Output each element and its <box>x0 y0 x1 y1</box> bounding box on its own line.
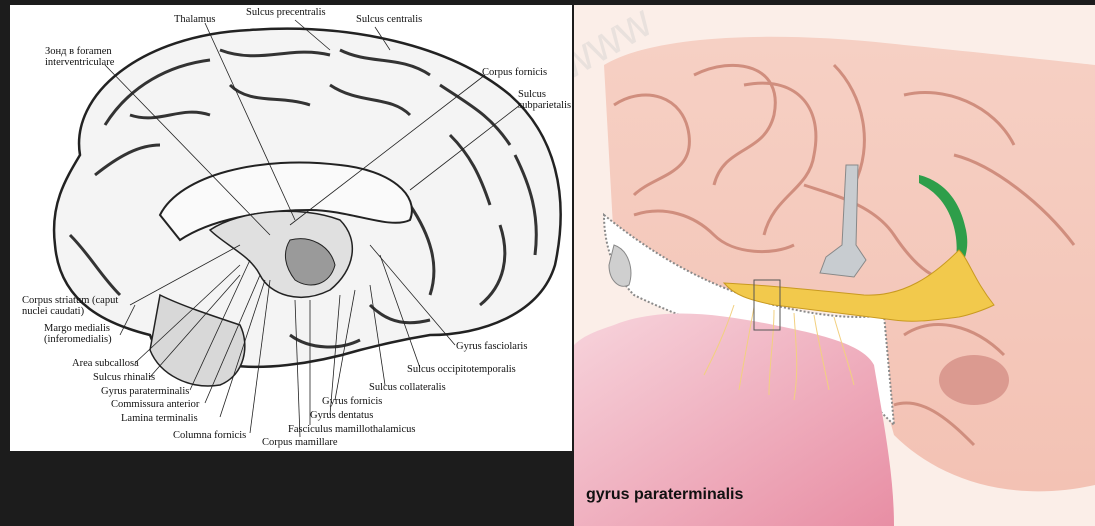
label-gyrus-paraterminalis: Gyrus paraterminalis <box>101 386 190 397</box>
label-corpus-striatum: Corpus striatum (caput nuclei caudati) <box>22 295 119 317</box>
label-sulcus-precentralis: Sulcus precentralis <box>246 7 326 18</box>
label-gyrus-fornicis: Gyrus fornicis <box>322 396 383 407</box>
label-sulcus-rhinalis: Sulcus rhinalis <box>93 372 156 383</box>
brain-drawing <box>52 19 562 438</box>
sagittal-drawing <box>574 5 1095 526</box>
label-lamina-terminalis: Lamina terminalis <box>121 413 198 424</box>
label-columna-fornicis: Columna fornicis <box>173 430 247 441</box>
label-sulcus-collateralis: Sulcus collateralis <box>369 382 446 393</box>
label-fasciculus: Fasciculus mamillothalamicus <box>288 424 416 435</box>
brain-medial-diagram: Thalamus Sulcus precentralis Sulcus cent… <box>10 5 572 451</box>
sagittal-illustration: www gyrus paraterminalis <box>574 5 1095 526</box>
figure-caption: gyrus paraterminalis <box>586 486 744 503</box>
label-margo-medialis: Margo medialis (inferomedialis) <box>44 323 112 345</box>
label-gyrus-fasciolaris: Gyrus fasciolaris <box>456 341 528 352</box>
label-sulcus-occipitotemporalis: Sulcus occipitotemporalis <box>407 364 516 375</box>
label-sulcus-subparietalis: Sulcus subparietalis <box>518 89 572 111</box>
label-commissura-anterior: Commissura anterior <box>111 399 200 410</box>
label-sulcus-centralis: Sulcus centralis <box>356 14 423 25</box>
label-corpus-mamillare: Corpus mamillare <box>262 437 338 448</box>
label-area-subcallosa: Area subcallosa <box>72 358 139 369</box>
label-gyrus-dentatus: Gyrus dentatus <box>310 410 374 421</box>
label-zond: Зонд в foramen interventriculare <box>45 46 115 68</box>
label-thalamus: Thalamus <box>174 14 216 25</box>
label-corpus-fornicis: Corpus fornicis <box>482 67 548 78</box>
